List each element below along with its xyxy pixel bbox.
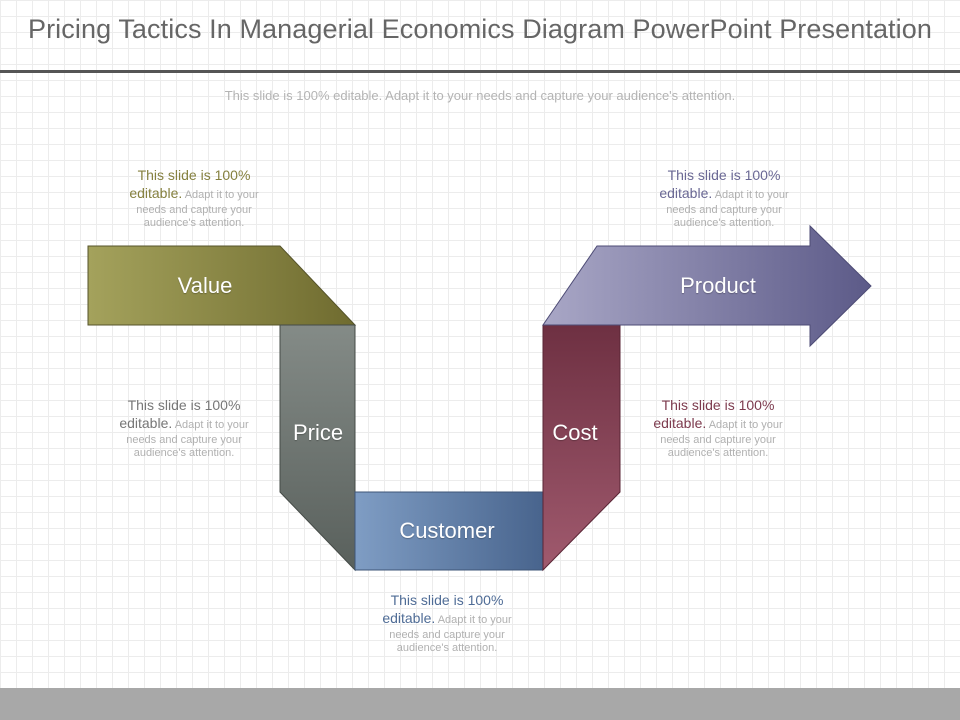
price-label: Price xyxy=(292,420,344,445)
cost-note: This slide is 100% editable. Adapt it to… xyxy=(633,397,803,460)
value-note-rest1: Adapt it to your xyxy=(182,189,259,202)
customer-note-lead: This slide is 100% xyxy=(390,592,504,608)
value-label: Value xyxy=(177,273,233,298)
product-note-rest2: needs and capture your audience's attent… xyxy=(666,203,782,229)
cost-note-rest2: needs and capture your audience's attent… xyxy=(660,433,776,459)
value-note-lead: This slide is 100% xyxy=(137,167,251,183)
product-note-editable: editable. xyxy=(659,185,713,202)
cost-segment xyxy=(542,324,621,572)
customer-note: This slide is 100% editable. Adapt it to… xyxy=(362,592,532,655)
slide-subtitle: This slide is 100% editable. Adapt it to… xyxy=(224,88,736,103)
product-note-rest1: Adapt it to your xyxy=(712,189,789,202)
price-note-lead: This slide is 100% xyxy=(127,397,241,413)
cost-label: Cost xyxy=(552,420,598,445)
price-segment xyxy=(279,324,356,572)
customer-note-editable: editable. xyxy=(382,610,436,627)
value-note: This slide is 100% editable. Adapt it to… xyxy=(109,167,279,230)
cost-note-rest1: Adapt it to your xyxy=(706,419,783,432)
price-note: This slide is 100% editable. Adapt it to… xyxy=(99,397,269,460)
cost-note-editable: editable. xyxy=(653,415,707,432)
cost-note-lead: This slide is 100% xyxy=(661,397,775,413)
slide-title: Pricing Tactics In Managerial Economics … xyxy=(27,14,932,44)
price-note-rest1: Adapt it to your xyxy=(172,419,249,432)
title-divider xyxy=(0,70,960,73)
value-note-editable: editable. xyxy=(129,185,183,202)
product-label: Product xyxy=(680,273,756,298)
price-note-editable: editable. xyxy=(119,415,173,432)
product-note-lead: This slide is 100% xyxy=(667,167,781,183)
value-note-rest2: needs and capture your audience's attent… xyxy=(136,203,252,229)
footer-bar xyxy=(0,688,960,720)
product-arrow xyxy=(542,224,872,348)
price-note-rest2: needs and capture your audience's attent… xyxy=(126,433,242,459)
customer-note-rest2: needs and capture your audience's attent… xyxy=(389,628,505,654)
customer-note-rest1: Adapt it to your xyxy=(435,614,512,627)
product-note: This slide is 100% editable. Adapt it to… xyxy=(639,167,809,230)
customer-label: Customer xyxy=(399,518,495,543)
